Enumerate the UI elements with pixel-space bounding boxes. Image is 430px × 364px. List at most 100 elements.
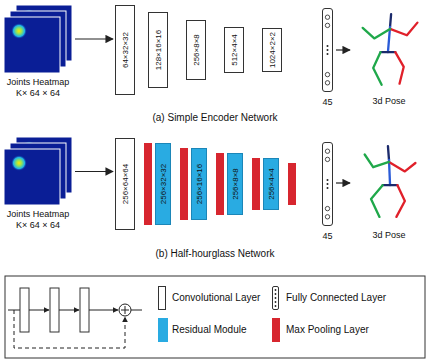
- layer-size: 256×32×32: [159, 164, 168, 205]
- output-size: 45: [322, 97, 332, 108]
- wire: [59, 310, 79, 311]
- node-label: Joints Heatmap: [7, 209, 70, 220]
- wire: [131, 310, 142, 311]
- conv-sketch: [20, 288, 29, 332]
- pose-figure: 3d Pose: [352, 10, 426, 90]
- conv-layer-box: 512×4×4: [224, 27, 244, 73]
- fc-sample-units: [273, 287, 278, 309]
- heatmap-image: [4, 5, 72, 73]
- conv-sample: [158, 286, 166, 310]
- legend-swatch: [158, 318, 168, 342]
- fc-unit: [275, 305, 277, 307]
- fc-unit: [325, 206, 329, 210]
- layer-size: 128×16×16: [154, 30, 163, 71]
- heatmap-image: [4, 137, 72, 205]
- legend-swatch: [272, 318, 280, 342]
- legend-label: Fully Connected Layer: [286, 292, 386, 304]
- fc-layer-column: 45: [322, 142, 333, 226]
- node-caption: 3d Pose: [372, 96, 405, 107]
- fc-units: [323, 143, 332, 225]
- conv-sketch: [50, 288, 59, 332]
- flow-arrow: [75, 171, 113, 172]
- residual-module-box: 256×4×4: [263, 158, 279, 210]
- node-label: K× 64 × 64: [7, 88, 70, 99]
- pose-limb: [395, 52, 403, 84]
- max-pooling-bar: [144, 143, 152, 225]
- layer-size: 512×4×4: [230, 34, 239, 66]
- layer-size: 256×64×64: [121, 164, 130, 205]
- heatmap-spot: [11, 155, 27, 171]
- fc-sample: [272, 286, 279, 310]
- pose-limb: [363, 28, 390, 39]
- heatmap-layer: [4, 17, 60, 73]
- node-label: Joints Heatmap: [7, 77, 70, 88]
- flow-arrow: [336, 182, 350, 183]
- sum-sign: [125, 306, 126, 314]
- layer-size: 64×32×32: [121, 32, 130, 68]
- heatmap-stack: Joints HeatmapK× 64 × 64: [4, 5, 72, 73]
- pose-limb: [390, 14, 391, 27]
- conv-layer-box: 256×8×8: [186, 20, 206, 80]
- node-caption: 45: [322, 97, 332, 108]
- max-pooling-bar: [252, 158, 260, 210]
- fc-unit: [327, 183, 329, 185]
- pose-figure: 3d Pose: [352, 140, 426, 224]
- conv-layer-box: 1024×2×2: [262, 28, 282, 72]
- fc-layer-column: 45: [322, 8, 333, 92]
- fc-unit: [325, 157, 329, 161]
- heatmap-layer: [4, 149, 60, 205]
- node-label: 3d Pose: [372, 96, 405, 107]
- layer-size: 256×8×8: [192, 34, 201, 66]
- fc-unit: [325, 215, 329, 219]
- conv-layer-box: 128×16×16: [148, 12, 168, 88]
- layer-size: 256×16×16: [195, 164, 204, 205]
- skip-connection: [14, 310, 125, 348]
- fc-unit: [327, 179, 329, 181]
- node-label: 3d Pose: [372, 230, 405, 241]
- max-pooling-bar: [288, 163, 296, 205]
- pose-skeleton: [352, 140, 426, 224]
- heatmap-stack: Joints HeatmapK× 64 × 64: [4, 137, 72, 205]
- output-size: 45: [322, 231, 332, 242]
- pose-limb: [389, 162, 415, 172]
- max-pooling-bars: [144, 143, 296, 225]
- conv-sketch: [80, 288, 89, 332]
- pose-limb: [383, 184, 398, 186]
- fc-unit: [327, 53, 329, 55]
- max-pooling-bar: [216, 153, 224, 215]
- fc-units: [323, 9, 332, 91]
- residual-module-box: 256×8×8: [227, 153, 243, 215]
- layer-size: 256×8×8: [231, 168, 240, 200]
- fc-unit: [275, 289, 277, 291]
- fc-unit: [275, 297, 277, 299]
- pose-limb: [390, 23, 417, 36]
- fc-unit: [325, 15, 329, 19]
- pose-limb: [371, 185, 383, 217]
- network-caption: (b) Half-hourglass Network: [0, 248, 430, 260]
- fc-unit: [275, 293, 277, 295]
- network-caption: (a) Simple Encoder Network: [0, 112, 430, 124]
- residual-module-box: 256×32×32: [155, 143, 171, 225]
- fc-unit: [327, 49, 329, 51]
- layer-size: 256×4×4: [267, 168, 276, 200]
- residual-module-box: 256×16×16: [191, 148, 207, 220]
- legend-label: Max Pooling Layer: [286, 324, 369, 336]
- node-label: K× 64 × 64: [7, 220, 70, 231]
- pose-limb: [373, 52, 381, 85]
- legend-label: Residual Module: [172, 324, 247, 336]
- fc-unit: [325, 81, 329, 85]
- conv-layer-box: 64×32×32: [115, 5, 135, 95]
- pose-skeleton: [352, 10, 426, 90]
- wire: [89, 310, 118, 311]
- fc-unit: [325, 149, 329, 153]
- fc-unit: [327, 45, 329, 47]
- legend-label: Convolutional Layer: [172, 292, 260, 304]
- flow-arrow: [75, 38, 113, 39]
- flow-arrow: [336, 49, 350, 50]
- pose-limb: [381, 51, 396, 53]
- node-caption: Joints HeatmapK× 64 × 64: [7, 77, 70, 99]
- pose-limb: [365, 155, 389, 168]
- conv-layer-box: 256×64×64: [115, 138, 135, 230]
- residual-sketch: [8, 288, 142, 348]
- node-caption: 45: [322, 231, 332, 242]
